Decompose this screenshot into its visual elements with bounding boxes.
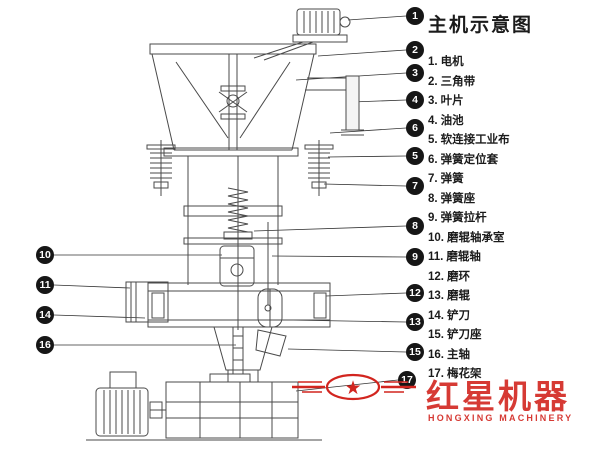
legend-item-number: 6.	[428, 153, 438, 166]
legend-item-12: 12.磨环	[428, 268, 598, 288]
legend-item-number: 1.	[428, 56, 438, 68]
legend-item-label: 磨环	[447, 270, 470, 283]
legend-item-label: 铲刀	[447, 309, 470, 322]
oil-pipe	[305, 75, 364, 136]
legend-item-label: 软连接工业布	[440, 134, 510, 146]
legend-item-15: 15.铲刀座	[428, 326, 598, 346]
legend-item-label: 叶片	[440, 95, 464, 107]
mill-body	[163, 147, 299, 285]
legend-item-number: 7.	[428, 173, 438, 185]
legend-item-label: 主轴	[447, 348, 470, 361]
legend-item-label: 铲刀座	[447, 329, 482, 341]
feed-box	[125, 281, 169, 323]
legend-item-label: 三角带	[440, 75, 476, 88]
legend-item-label: 弹簧座	[440, 192, 476, 205]
legend-item-number: 14.	[428, 309, 444, 322]
legend-item-13: 13.磨辊	[428, 287, 598, 307]
legend-item-7: 7.弹簧	[428, 170, 598, 190]
legend-item-label: 弹簧拉杆	[440, 212, 487, 224]
legend-item-number: 10.	[428, 231, 444, 244]
roller-bearing-chamber	[219, 245, 255, 287]
legend-item-16: 16.主轴	[428, 346, 598, 366]
grinding-ring	[147, 282, 331, 328]
bottom-motor	[95, 371, 149, 437]
legend-item-number: 8.	[428, 192, 438, 205]
legend-item-label: 弹簧	[440, 173, 464, 185]
legend-item-5: 5.软连接工业布	[428, 131, 598, 151]
legend-item-number: 9.	[428, 212, 438, 224]
legend-item-8: 8.弹簧座	[428, 190, 598, 210]
legend-item-number: 4.	[428, 114, 438, 127]
legend-item-9: 9.弹簧拉杆	[428, 209, 598, 229]
blade-assembly	[218, 85, 248, 120]
grinding-roller	[257, 288, 283, 328]
legend-item-number: 3.	[428, 95, 438, 107]
legend-item-label: 磨辊轴	[446, 251, 481, 263]
legend-item-2: 2.三角带	[428, 73, 598, 93]
legend-item-number: 11.	[428, 251, 444, 263]
legend-item-label: 梅花架	[447, 368, 482, 380]
legend-item-number: 5.	[428, 134, 438, 146]
right-spring-unit	[304, 140, 334, 196]
legend-item-number: 17.	[428, 368, 444, 380]
legend-item-number: 13.	[428, 290, 444, 302]
legend-item-number: 2.	[428, 75, 438, 88]
legend-item-label: 磨辊轴承室	[447, 231, 505, 244]
left-spring-unit	[146, 140, 176, 196]
legend-item-6: 6.弹簧定位套	[428, 151, 598, 171]
legend-item-4: 4.油池	[428, 112, 598, 132]
legend-title: 主机示意图	[428, 15, 534, 36]
v-belt	[253, 41, 314, 61]
legend-item-number: 15.	[428, 329, 444, 341]
legend-item-number: 12.	[428, 270, 444, 283]
center-spring	[223, 156, 253, 330]
legend-item-label: 磨辊	[447, 290, 470, 302]
reducer-housing	[149, 373, 299, 439]
main-shaft	[232, 327, 244, 374]
legend-item-label: 电机	[440, 56, 464, 68]
legend-item-17: 17.梅花架	[428, 365, 598, 385]
legend-item-label: 弹簧定位套	[440, 153, 499, 166]
legend-item-10: 10.磨辊轴承室	[428, 229, 598, 249]
legend-item-14: 14.铲刀	[428, 307, 598, 327]
shovel-assembly	[255, 329, 287, 357]
legend-item-3: 3.叶片	[428, 92, 598, 112]
legend-item-1: 1.电机	[428, 53, 598, 73]
legend-item-number: 16.	[428, 348, 444, 361]
legend-item-11: 11.磨辊轴	[428, 248, 598, 268]
motor	[292, 8, 351, 43]
classifier-housing	[149, 43, 317, 151]
legend-item-label: 油池	[440, 114, 464, 127]
